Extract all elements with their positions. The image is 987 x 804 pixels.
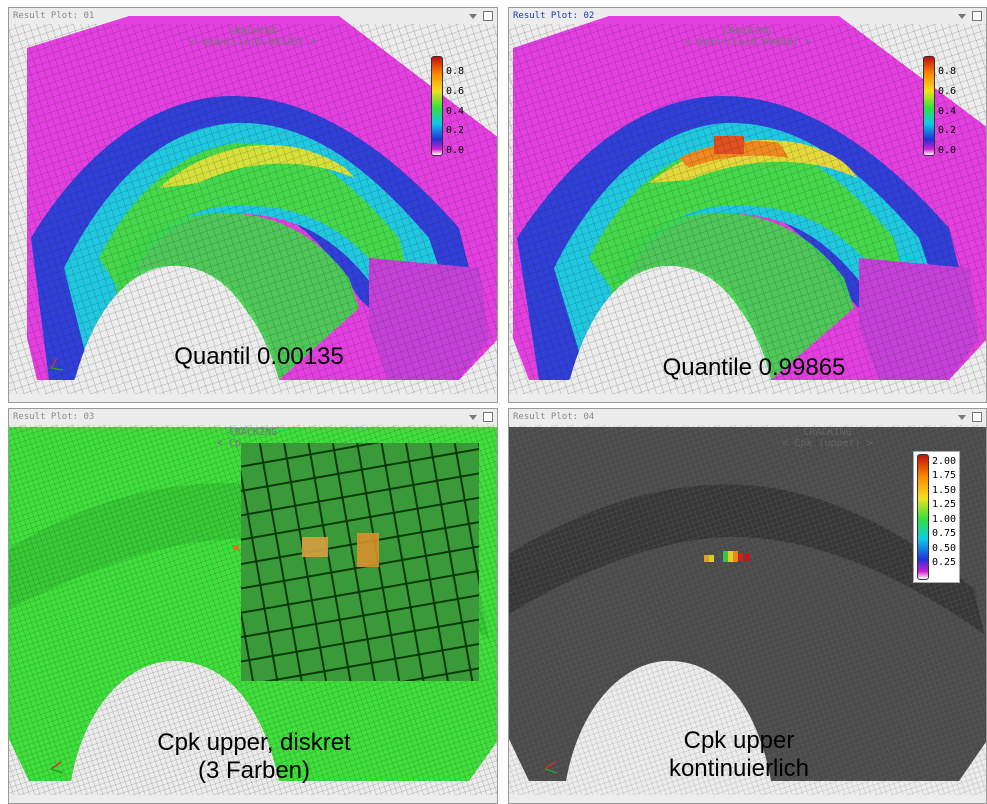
plot-title-line1: CRACKING (228, 26, 278, 37)
mesh-view[interactable] (9, 409, 498, 804)
legend-tick: 0.0 (446, 145, 465, 156)
hotspot-markers (704, 551, 750, 562)
color-legend: 0.8 0.6 0.4 0.2 0.0 (923, 56, 956, 156)
panel-title[interactable]: Result Plot: 01 (13, 11, 95, 21)
plot-title-line2: < Quantile[0.99865] > (684, 37, 811, 48)
square-icon[interactable] (972, 412, 982, 422)
legend-tick: 0.0 (938, 145, 957, 156)
plot-title-line2: < Quantile[0.00135] > (189, 37, 317, 48)
caption-line2: (3 Farben) (197, 757, 311, 784)
legend-tick: 0.8 (938, 66, 957, 77)
legend-tick: 0.25 (932, 556, 957, 568)
result-plot-03[interactable]: Result Plot: 03 CRACKING < Cp Cpk upper,… (8, 408, 498, 804)
panel-controls (469, 411, 493, 423)
plot-title-line1: CRACKING (229, 427, 278, 438)
panel-title[interactable]: Result Plot: 04 (513, 412, 595, 422)
legend-tick: 0.75 (932, 528, 957, 540)
mesh-view[interactable] (9, 8, 498, 403)
legend-tick: 1.50 (932, 484, 957, 496)
axis-triad-icon (50, 761, 64, 774)
square-icon[interactable] (972, 11, 982, 21)
plot-title-line2: < Cpk (upper) > (782, 438, 873, 449)
legend-colorbar (923, 56, 935, 156)
square-icon[interactable] (483, 412, 493, 422)
mesh-view[interactable] (509, 8, 987, 403)
result-plot-04[interactable]: Result Plot: 04 CRACKING < Cpk (upper) >… (508, 408, 987, 804)
plot-title-line2: < Cp (217, 438, 242, 449)
plot-title: CRACKING < Quantile[0.99865] > (509, 26, 986, 48)
legend-tick: 1.00 (932, 513, 957, 525)
legend-tick: 1.25 (932, 499, 957, 511)
caption-line2: kontinuierlich (668, 755, 810, 782)
caption: Quantile 0.99865 (662, 354, 846, 381)
zoom-inset (241, 443, 479, 681)
legend-tick: 0.2 (446, 125, 465, 137)
mesh-view[interactable] (509, 409, 987, 804)
plot-title-line1: CRACKING (803, 427, 852, 438)
panel-controls (469, 10, 493, 22)
legend-tick: 0.4 (446, 105, 465, 117)
caption-line1: Cpk upper (683, 727, 795, 754)
plot-title: CRACKING < Cp (189, 427, 278, 449)
caption-line1: Cpk upper, diskret (157, 729, 351, 756)
plot-title: CRACKING < Quantile[0.00135] > (9, 26, 497, 48)
legend-colorbar (917, 454, 929, 580)
triangle-down-icon[interactable] (469, 414, 477, 420)
legend-tick: 0.6 (938, 85, 957, 97)
square-icon[interactable] (483, 11, 493, 21)
plot-title: CRACKING < Cpk (upper) > (669, 427, 986, 449)
legend-tick: 0.8 (446, 66, 465, 77)
panel-controls (958, 10, 982, 22)
legend-tick: 0.4 (938, 105, 957, 117)
color-legend: 0.8 0.6 0.4 0.2 0.0 (431, 56, 464, 156)
triangle-down-icon[interactable] (469, 13, 477, 19)
panel-title[interactable]: Result Plot: 02 (513, 11, 595, 21)
legend-tick: 1.75 (932, 470, 957, 482)
triangle-down-icon[interactable] (958, 13, 966, 19)
plot-title-line1: CRACKING (723, 26, 772, 37)
result-plot-02[interactable]: Result Plot: 02 CRACKING < Quantile[0.99… (508, 7, 987, 403)
legend-tick: 2.00 (932, 456, 957, 467)
panel-title[interactable]: Result Plot: 03 (13, 412, 95, 422)
axis-triad-icon (50, 357, 64, 371)
panel-controls (958, 411, 982, 423)
triangle-down-icon[interactable] (958, 414, 966, 420)
result-plot-01[interactable]: Result Plot: 01 CRACKING < Quantile[0.00… (8, 7, 498, 403)
caption: Cpk upper kontinuierlich (609, 727, 869, 783)
axis-triad-icon (544, 761, 558, 774)
legend-tick: 0.6 (446, 85, 465, 97)
legend-tick: 0.50 (932, 542, 957, 554)
caption: Cpk upper, diskret (3 Farben) (114, 729, 394, 785)
legend-tick: 0.2 (938, 125, 957, 137)
caption: Quantil 0.00135 (174, 343, 344, 370)
legend-colorbar (431, 56, 443, 156)
color-legend: 2.00 1.75 1.50 1.25 1.00 0.75 0.50 0.25 (913, 451, 961, 583)
